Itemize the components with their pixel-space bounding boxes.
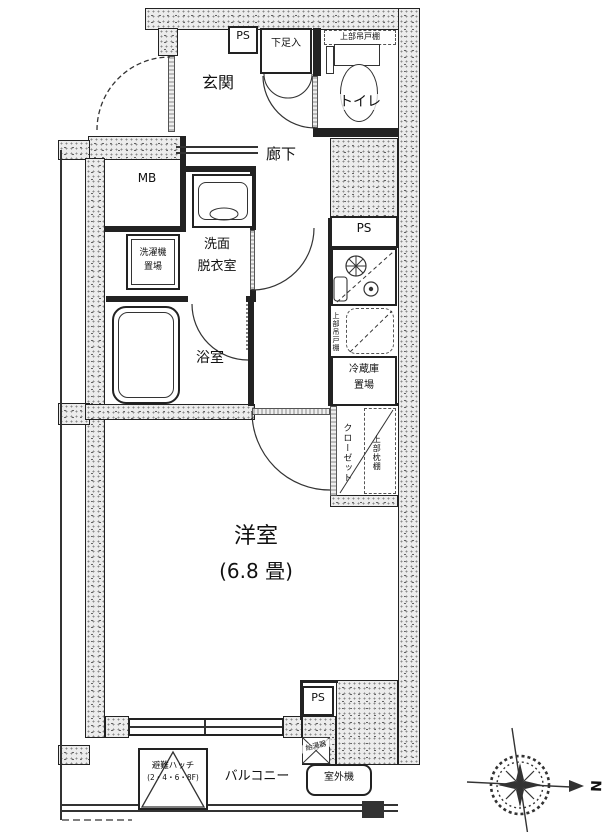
room-label-hallway: 廊下 [265, 145, 296, 163]
balcony-rail-outer [60, 804, 398, 806]
balcony-divider-box [362, 801, 384, 818]
wall-bath-top-left [106, 296, 188, 302]
boundary-left-line [60, 150, 62, 820]
room-door [252, 408, 330, 415]
label-toilet-upper-cabinet: 上部吊戸棚 [340, 32, 380, 41]
wall-bath-bottom [85, 404, 255, 420]
balcony-window-track [130, 726, 282, 728]
label-meter-box: MB [137, 171, 157, 185]
label-evac-hatch-2: (2・4・6・8F) [147, 773, 199, 782]
kitchen-counter-dash [346, 308, 394, 354]
wall-stub-left-mid [58, 403, 90, 425]
label-washer-2: 置場 [143, 262, 162, 272]
label-ps-top: PS [236, 29, 250, 42]
wall-genkan-bottom [88, 136, 186, 160]
wall-left [85, 158, 105, 738]
room-label-toilet: トイレ [330, 94, 390, 111]
room-label-bathroom: 浴室 [196, 350, 224, 366]
fridge-box [331, 356, 397, 406]
genkan-step-line2 [176, 152, 258, 154]
washer-pan-icon [131, 239, 175, 285]
washroom-door [250, 230, 255, 290]
label-washer-1: 洗濯機 [139, 248, 167, 258]
ps-top-box [228, 26, 258, 54]
label-evac-hatch-1: 避難ハッチ [151, 761, 195, 771]
label-closet-upper-shelf: 上部枕棚 [372, 435, 382, 471]
wall-kitchen-front [328, 218, 331, 406]
bathtub-inner [118, 312, 174, 398]
wall-closet-bottom [330, 495, 398, 507]
label-fridge-1: 冷蔵庫 [349, 364, 379, 375]
ps-bottom-box [302, 686, 334, 716]
label-closet: クローゼット [341, 423, 352, 483]
kitchen-unit-box [331, 248, 397, 306]
toilet-tank-icon [334, 44, 380, 66]
compass-north-label: N [586, 779, 604, 793]
compass-icon [466, 727, 584, 832]
wall-bath-right [248, 296, 254, 406]
wall-room-bottom-step-h [300, 680, 338, 683]
wall-mb-right [180, 136, 186, 232]
entrance-door [168, 56, 175, 132]
label-shoe-box: 下足入 [271, 38, 301, 49]
room-label-balcony: バルコニー [224, 769, 290, 784]
wall-toilet-left [313, 28, 321, 76]
wall-washroom-top [186, 166, 256, 172]
toilet-washlet-icon [326, 46, 334, 74]
label-ps-mid: PS [356, 221, 372, 235]
room-label-western-room: 洋室 [233, 524, 278, 549]
wall-entry-jamb [158, 28, 178, 56]
wall-pipe-block [330, 138, 398, 218]
label-fridge-2: 置場 [354, 380, 374, 391]
wall-window-left [105, 716, 129, 738]
wall-stub-left-top [58, 140, 90, 160]
wall-corner-bottom-right [336, 680, 398, 765]
genkan-step-line1 [176, 146, 258, 148]
shoe-cabinet [260, 28, 312, 74]
balcony-window-mullion [204, 720, 206, 734]
wall-top [145, 8, 418, 30]
wall-toilet-bottom [313, 128, 398, 137]
toilet-icon [340, 64, 378, 122]
toilet-door [312, 76, 318, 128]
ps-mid-box [330, 216, 398, 248]
wall-mb-bottom [105, 226, 186, 232]
wall-right [398, 8, 420, 765]
room-label-genkan: 玄関 [201, 73, 234, 92]
closet-sliding-door [330, 406, 337, 496]
label-ps-bottom: PS [311, 691, 325, 704]
label-outdoor-unit: 室外機 [324, 772, 354, 783]
room-label-western-room-size: (6.8 畳) [219, 559, 293, 583]
room-label-washroom-2: 脱衣室 [197, 259, 237, 274]
outdoor-unit-box [306, 764, 372, 796]
label-kitchen-upper-cabinet: 上部吊戸棚 [332, 312, 341, 352]
room-label-washroom-1: 洗面 [203, 237, 230, 252]
wall-room-bottom-step-v [300, 680, 303, 720]
washbasin-icon [198, 182, 248, 220]
balcony-rail-inner [60, 810, 398, 812]
wall-stub-left-bottom [58, 745, 90, 765]
